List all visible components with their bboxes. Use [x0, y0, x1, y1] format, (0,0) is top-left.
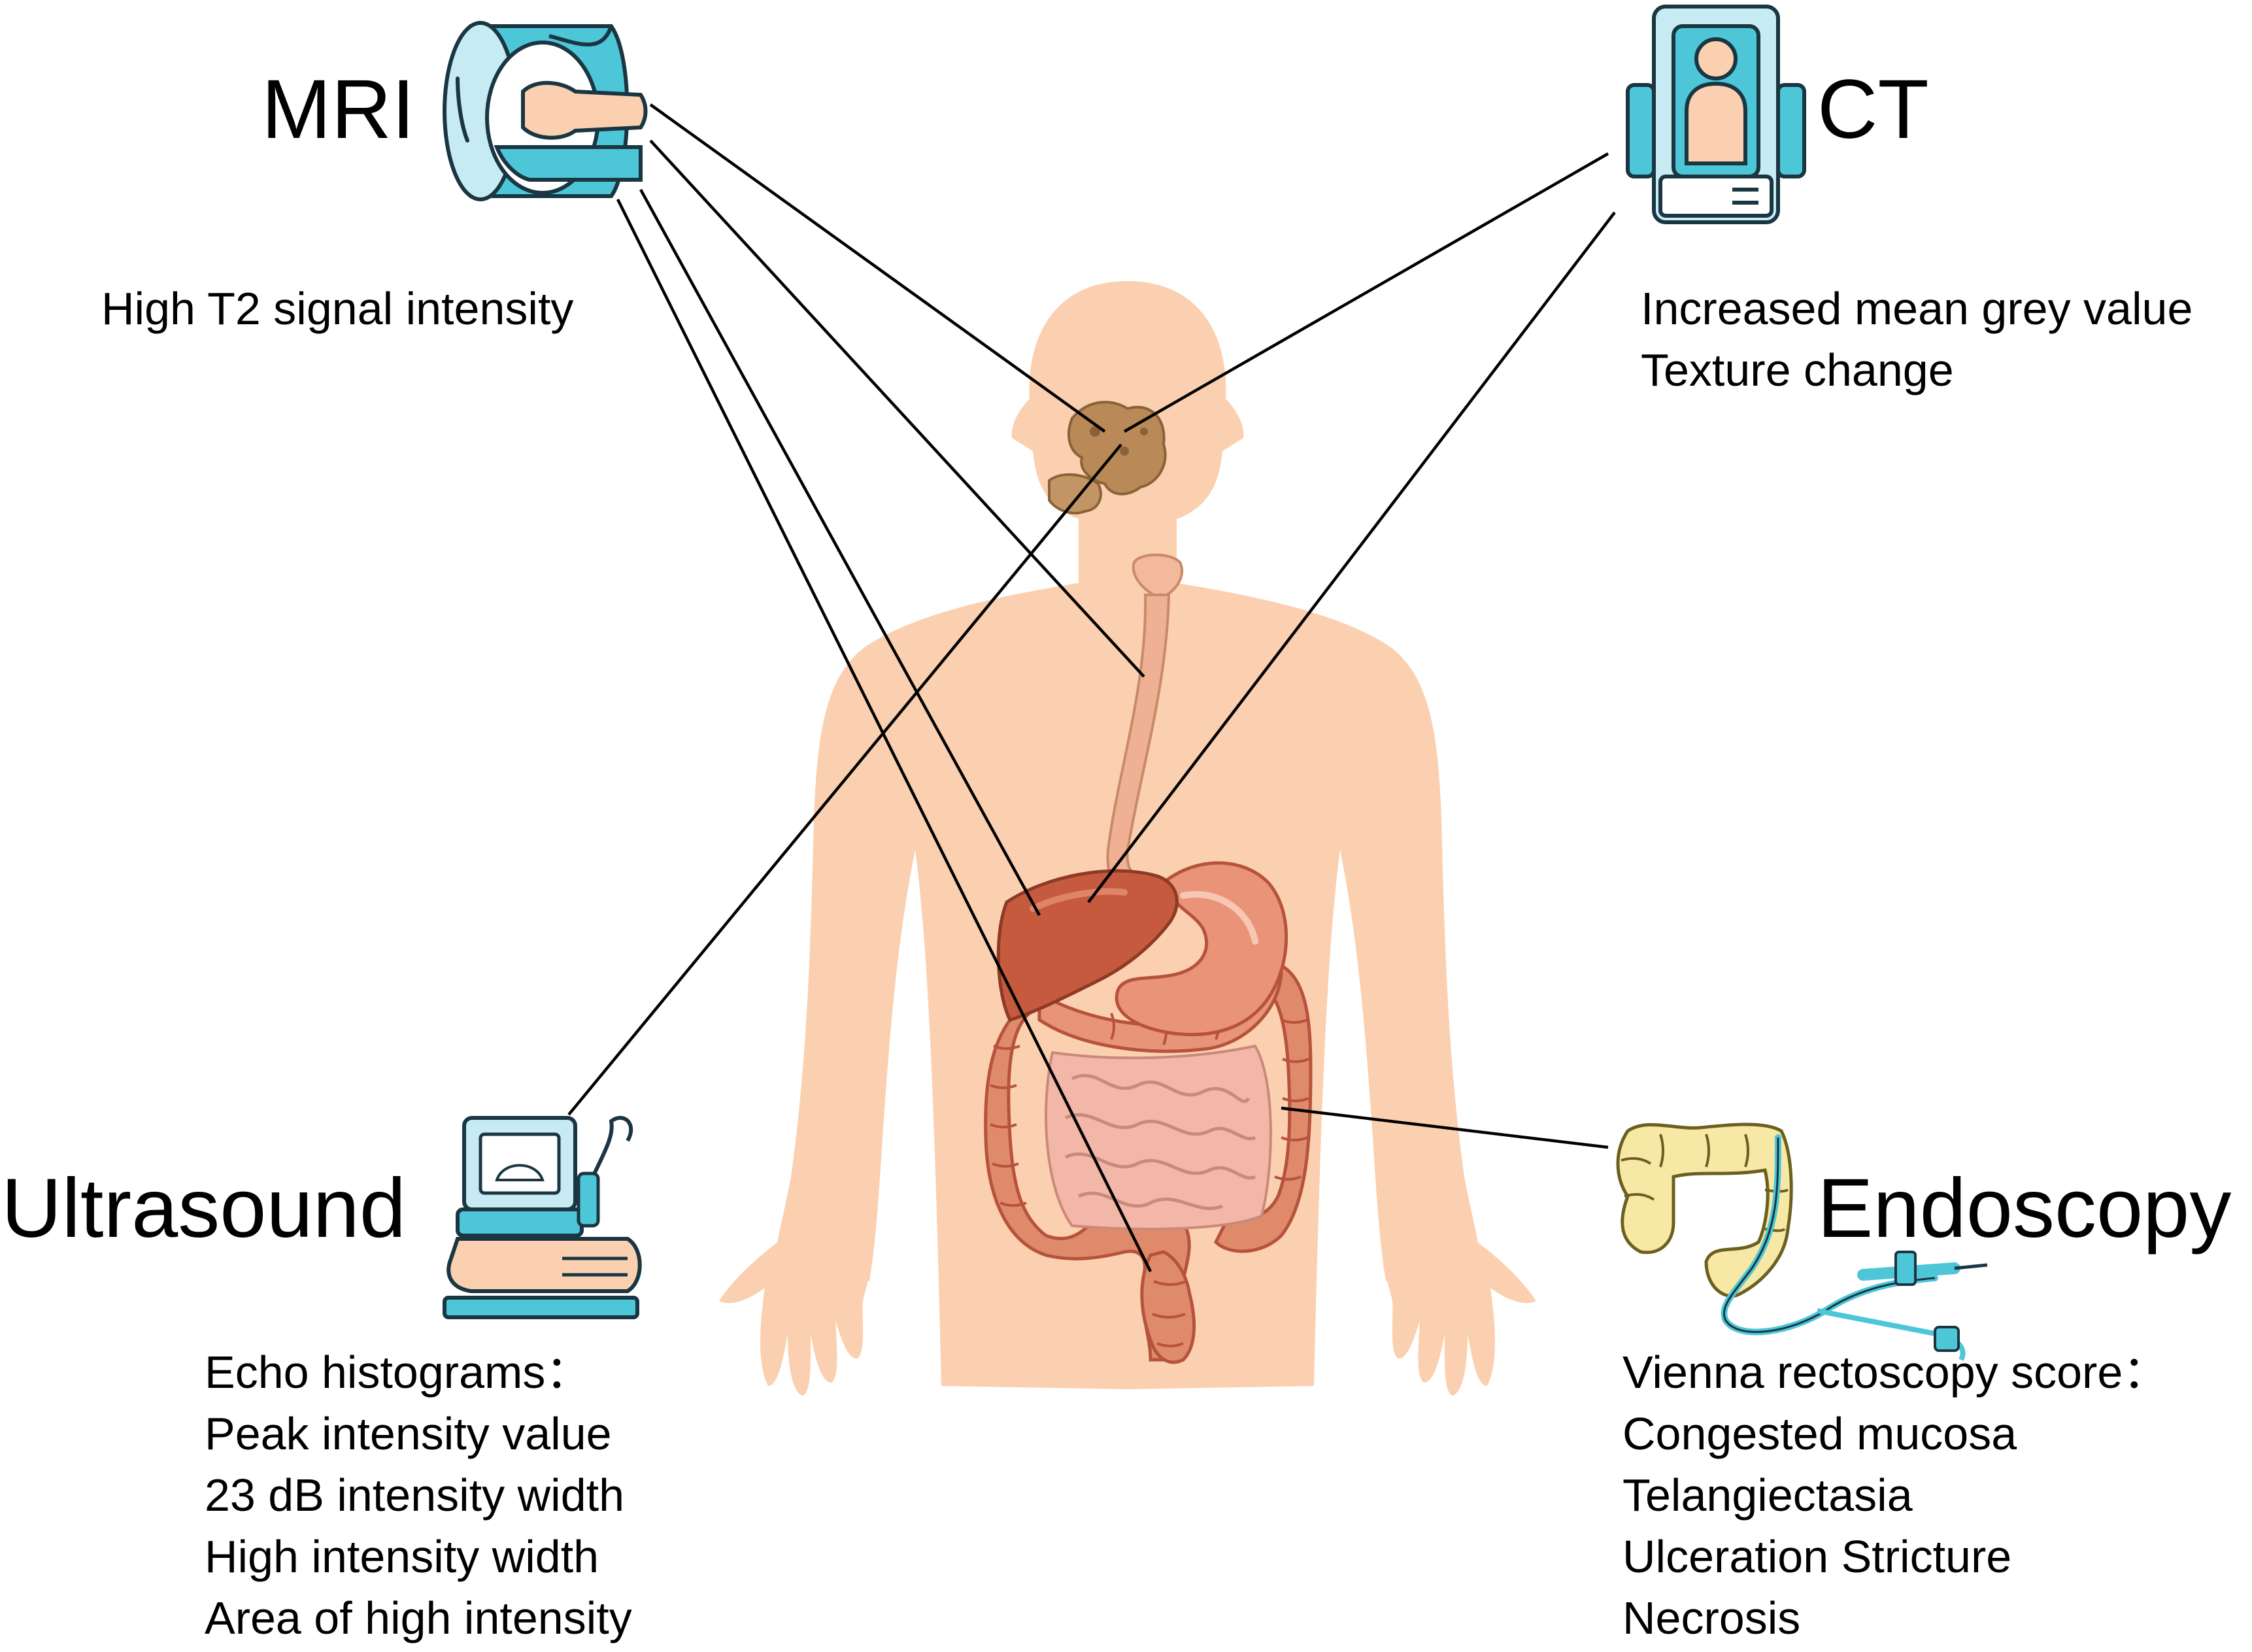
ct-findings: Increased mean grey value Texture change: [1641, 278, 2193, 401]
stomach: [1115, 861, 1288, 1036]
mri-to-rectum-line: [616, 198, 1152, 1273]
ultrasound-finding-4: High intensity width: [205, 1531, 599, 1582]
ct-scanner-icon: [1626, 5, 1806, 224]
ultrasound-title: Ultrasound: [1, 1162, 406, 1255]
mri-title: MRI: [261, 63, 415, 156]
mri-to-salivary-line: [649, 103, 1106, 433]
ct-title: CT: [1817, 63, 1929, 156]
ultrasound-finding-1: Echo histograms：: [205, 1347, 592, 1398]
ultrasound-to-salivary-line: [567, 443, 1122, 1116]
ct-finding-1: Increased mean grey value: [1641, 283, 2193, 334]
endoscopy-finding-4: Ulceration Stricture: [1622, 1531, 2012, 1582]
endoscopy-findings: Vienna rectoscopy score： Congested mucos…: [1622, 1341, 2168, 1649]
ultrasound-finding-2: Peak intensity value: [205, 1408, 612, 1459]
colonoscope-icon: [1616, 1122, 1988, 1361]
endoscopy-finding-1: Vienna rectoscopy score：: [1622, 1347, 2169, 1398]
endoscopy-finding-5: Necrosis: [1622, 1593, 1801, 1644]
ct-to-salivary-line: [1123, 152, 1609, 433]
ultrasound-machine-icon: [443, 1115, 642, 1319]
ultrasound-finding-3: 23 dB intensity width: [205, 1470, 625, 1521]
ultrasound-findings: Echo histograms： Peak intensity value 23…: [205, 1341, 632, 1649]
endoscopy-title: Endoscopy: [1817, 1162, 2232, 1255]
ct-finding-2: Texture change: [1641, 345, 1954, 396]
mri-finding-1: High T2 signal intensity: [101, 283, 574, 334]
rectum: [1140, 1250, 1196, 1364]
endoscopy-finding-3: Telangiectasia: [1622, 1470, 1913, 1521]
mri-to-liver-line: [639, 188, 1041, 917]
liver: [996, 869, 1179, 1022]
small-intestine: [1045, 1044, 1272, 1230]
mri-to-esophagus-line: [649, 139, 1145, 678]
endoscopy-to-colon-line: [1281, 1106, 1609, 1149]
connector-lines: [567, 103, 1616, 1273]
ultrasound-finding-5: Area of high intensity: [205, 1593, 632, 1644]
endoscopy-finding-2: Congested mucosa: [1622, 1408, 2017, 1459]
mri-scanner-icon: [443, 21, 648, 201]
mri-findings: High T2 signal intensity: [101, 278, 573, 339]
ct-to-liver-line: [1087, 211, 1616, 903]
